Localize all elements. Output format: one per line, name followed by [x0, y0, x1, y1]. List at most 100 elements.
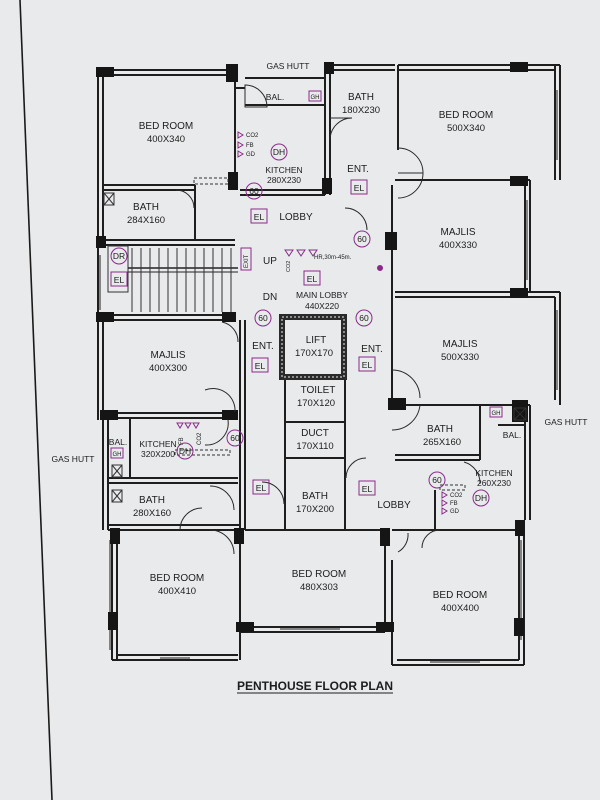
dr-symbol: DR: [113, 251, 125, 261]
room-dim-bath1: 284X160: [127, 215, 165, 226]
room-dim-kitchen3: 260X230: [477, 478, 511, 488]
room-name-majlis3: MAJLIS: [442, 339, 477, 350]
dh-symbol: DH: [179, 446, 191, 456]
room-name-bal1: BAL.: [266, 92, 284, 102]
walls: [97, 64, 561, 666]
room-dim-bed5: 400X400: [441, 603, 479, 614]
room-name-bal2: BAL.: [109, 437, 127, 447]
detector-60-symbol: 60: [249, 186, 259, 196]
fb-label: FB: [450, 501, 458, 507]
fixtures: [103, 177, 527, 503]
el-symbol: EL: [114, 275, 125, 285]
room-name-kitchen2: KITCHEN: [139, 439, 176, 449]
gd-label: GD: [246, 152, 256, 158]
el-symbol: EL: [307, 274, 318, 284]
exit-sign: EXIT: [244, 254, 250, 268]
service-symbols: EL EL EL EL EL EL EL EL 60 60 60 60 60 6…: [110, 90, 503, 515]
room-dim-bed3: 400X410: [158, 586, 196, 597]
room-name-bal3: BAL.: [503, 430, 521, 440]
room-dim-toilet: 170X120: [297, 398, 335, 409]
room-name-toilet: TOILET: [301, 385, 336, 396]
room-dim-main-lobby: 440X220: [305, 301, 339, 311]
room-name-ent3: ENT.: [361, 344, 383, 355]
room-name-bed3: BED ROOM: [150, 573, 204, 584]
room-labels: BED ROOM 400X340 BAL. GAS HUTT BATH 180X…: [52, 61, 588, 694]
room-dim-majlis3: 500X330: [441, 352, 479, 363]
el-symbol: EL: [362, 360, 373, 370]
label-stair-down: DN: [263, 292, 277, 303]
label-gas-hutt-left: GAS HUTT: [52, 454, 95, 464]
room-dim-bed2: 500X340: [447, 123, 485, 134]
room-name-kitchen1: KITCHEN: [265, 165, 302, 175]
co2-label: CO2: [246, 133, 259, 139]
room-dim-majlis1: 400X330: [439, 240, 477, 251]
room-name-bed2: BED ROOM: [439, 110, 493, 121]
plan-title: PENTHOUSE FLOOR PLAN: [237, 679, 393, 693]
el-symbol: EL: [255, 361, 266, 371]
room-name-majlis1: MAJLIS: [440, 227, 475, 238]
stair-treads: [131, 248, 232, 312]
hose-reel-note: CO2 HR,30m-45m.: [284, 249, 352, 272]
room-dim-bath4: 170X200: [296, 504, 334, 515]
room-dim-kitchen2: 320X200: [141, 449, 175, 459]
fire-equipment-group-1: CO2 FB GD: [237, 131, 259, 158]
room-name-duct: DUCT: [301, 428, 329, 439]
fb-label: FB: [246, 143, 254, 149]
dh-symbol: DH: [273, 147, 285, 157]
room-name-lobby2: LOBBY: [377, 500, 411, 511]
room-dim-bed4: 480X303: [300, 582, 338, 593]
room-name-kitchen3: KITCHEN: [475, 468, 512, 478]
co2-label: CO2: [450, 493, 463, 499]
detector-60-symbol: 60: [359, 313, 369, 323]
door-swings: [175, 84, 481, 555]
room-dim-bed1: 400X340: [147, 134, 185, 145]
room-dim-bath5: 265X160: [423, 437, 461, 448]
room-name-bed5: BED ROOM: [433, 590, 487, 601]
el-symbol: EL: [254, 212, 265, 222]
detector-60-symbol: 60: [230, 433, 240, 443]
co2-label: CO2: [197, 432, 203, 445]
dh-symbol: DH: [475, 493, 487, 503]
room-name-bath1: BATH: [133, 202, 159, 213]
el-symbol: EL: [362, 484, 373, 494]
room-name-lobby1: LOBBY: [279, 212, 313, 223]
room-name-bed4: BED ROOM: [292, 569, 346, 580]
detector-60-symbol: 60: [258, 313, 268, 323]
room-dim-duct: 170X110: [296, 441, 333, 452]
staircase: [107, 245, 238, 293]
gh-symbol: GH: [113, 452, 122, 458]
room-dim-majlis2: 400X300: [149, 363, 187, 374]
fire-equipment-group-3: CO2 FB GD: [441, 491, 463, 515]
room-name-ent1: ENT.: [347, 164, 369, 175]
room-dim-kitchen1: 280X230: [267, 175, 301, 185]
detector-dot: [377, 265, 383, 271]
room-name-main-lobby: MAIN LOBBY: [296, 290, 348, 300]
detector-60-symbol: 60: [357, 234, 367, 244]
co2-label: CO2: [286, 261, 292, 272]
room-name-bath2: BATH: [348, 92, 374, 103]
hose-reel-label: HR,30m-45m.: [314, 255, 352, 261]
room-name-bath4: BATH: [302, 491, 328, 502]
room-dim-bath3: 280X160: [133, 508, 171, 519]
gd-label: GD: [450, 509, 460, 515]
label-stair-up: UP: [263, 256, 277, 267]
room-name-majlis2: MAJLIS: [150, 350, 185, 361]
gh-symbol: GH: [492, 411, 501, 417]
room-name-lift: LIFT: [306, 335, 327, 346]
structural-columns: [96, 62, 528, 636]
lift-shaft: [279, 314, 347, 380]
fire-equipment-group-2: FB CO2: [176, 422, 203, 445]
label-gas-hutt-top: GAS HUTT: [267, 61, 310, 71]
label-gas-hutt-right: GAS HUTT: [545, 417, 588, 427]
sheet-border-line: [19, 0, 53, 800]
detector-60-symbol: 60: [432, 475, 442, 485]
fb-label: FB: [179, 437, 185, 445]
el-symbol: EL: [354, 183, 365, 193]
el-symbol: EL: [256, 483, 267, 493]
gh-symbol: GH: [311, 95, 320, 101]
room-dim-lift: 170X170: [295, 348, 333, 359]
room-name-bed1: BED ROOM: [139, 121, 193, 132]
room-name-bath5: BATH: [427, 424, 453, 435]
